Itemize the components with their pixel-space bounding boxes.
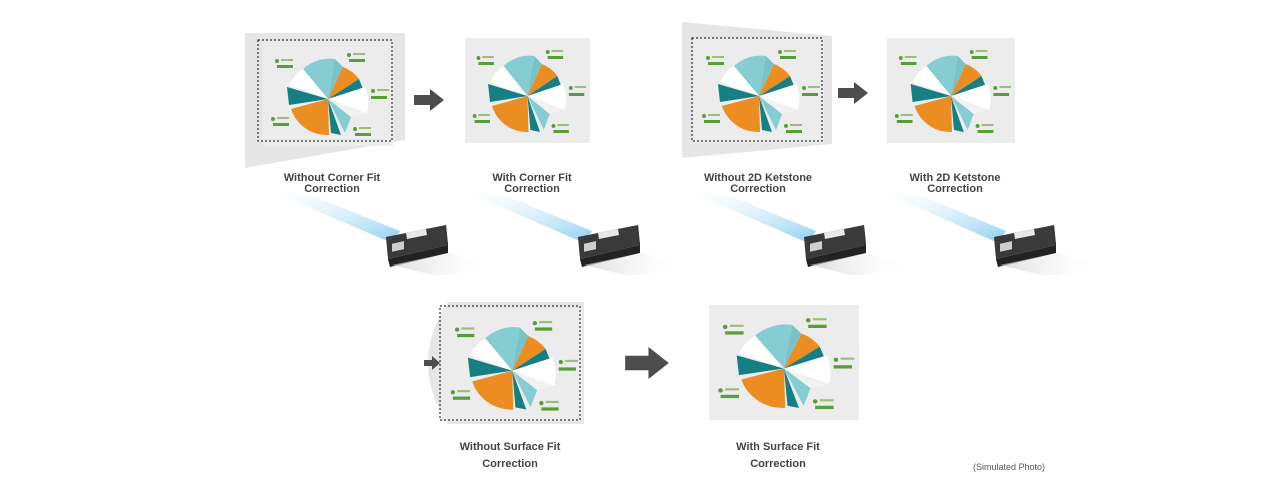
right-arrow-icon	[624, 347, 670, 379]
caption-line-2: Correction	[750, 458, 806, 470]
caption-keystone-with: With 2D Ketstone Correction	[885, 173, 1025, 195]
screen-corner-with	[465, 38, 590, 143]
caption-keystone-without: Without 2D Ketstone Correction	[688, 173, 828, 195]
caption-line-1: Without Surface Fit	[459, 441, 561, 453]
right-arrow-icon	[414, 89, 446, 111]
screen-surface-without	[418, 302, 584, 424]
screen-surface-with	[709, 305, 859, 420]
projector-icon	[698, 195, 898, 275]
projector-icon	[474, 195, 674, 275]
caption-line-2: Correction	[927, 183, 983, 195]
caption-line-2: Correction	[730, 183, 786, 195]
caption-line-1: With Surface Fit	[736, 441, 820, 453]
screen-corner-without	[245, 33, 405, 168]
caption-line-1: With 2D Ketstone	[909, 172, 1001, 184]
screen-keystone-with	[887, 38, 1015, 143]
caption-line-2: Correction	[482, 458, 538, 470]
caption-line-2: Correction	[304, 183, 360, 195]
caption-line-1: Without Corner Fit	[283, 172, 381, 184]
right-arrow-icon	[838, 82, 870, 104]
screen-keystone-without	[682, 22, 832, 158]
caption-surface-with: With Surface Fit Correction	[703, 439, 853, 473]
projector-icon	[280, 195, 480, 275]
caption-line-2: Correction	[504, 183, 560, 195]
caption-surface-without: Without Surface Fit Correction	[435, 439, 585, 473]
projector-icon	[890, 195, 1090, 275]
caption-corner-without: Without Corner Fit Correction	[262, 173, 402, 195]
caption-line-1: Without 2D Ketstone	[703, 172, 813, 184]
caption-line-1: With Corner Fit	[492, 172, 572, 184]
caption-corner-with: With Corner Fit Correction	[462, 173, 602, 195]
simulated-photo-note: (Simulated Photo)	[973, 462, 1046, 472]
